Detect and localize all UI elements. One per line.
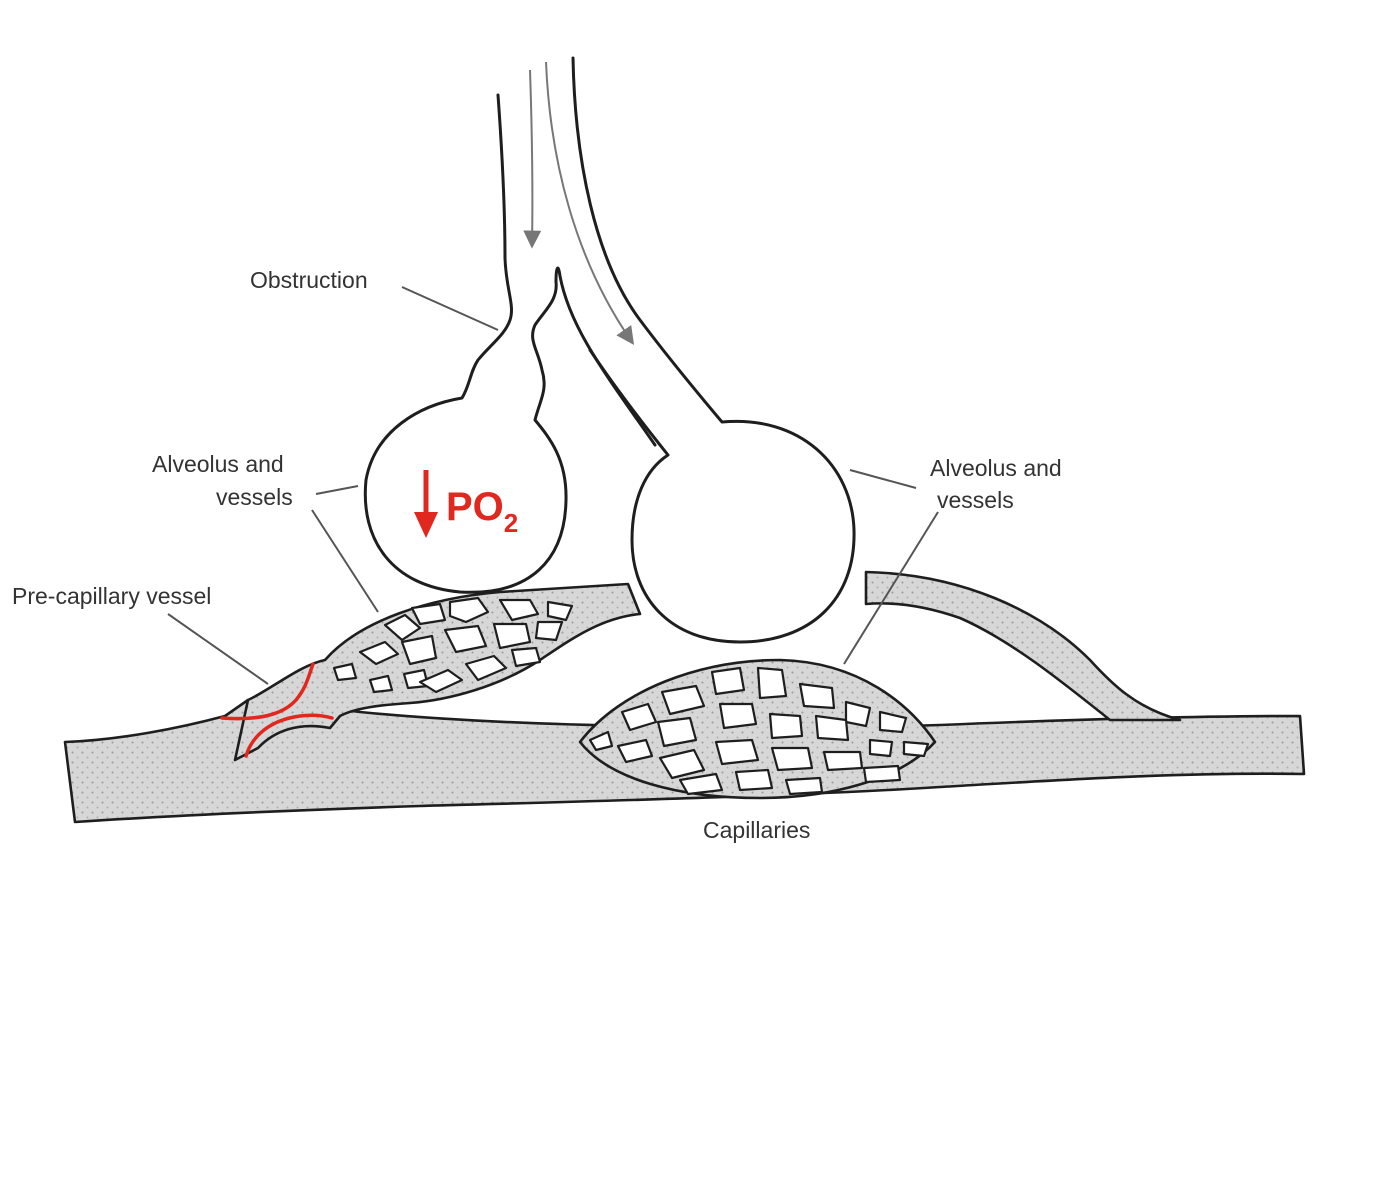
leader-pre-capillary bbox=[167, 613, 269, 685]
label-pre-capillary: Pre-capillary vessel bbox=[12, 583, 211, 609]
label-alveolus-left-line1: Alveolus and bbox=[152, 451, 284, 477]
precapillary-constriction-upper bbox=[220, 662, 315, 721]
precapillary-constriction-lower bbox=[244, 713, 334, 758]
label-obstruction: Obstruction bbox=[250, 267, 368, 293]
leader-alveolus-right-top bbox=[849, 469, 917, 489]
right-vessel-branch bbox=[864, 570, 1182, 722]
right-airway-and-alveolus bbox=[571, 56, 856, 644]
label-alveolus-right-line2: vessels bbox=[937, 487, 1014, 513]
leader-obstruction bbox=[401, 286, 499, 331]
leader-alveolus-left-top bbox=[315, 485, 359, 495]
flow-arrow-left bbox=[523, 69, 542, 249]
left-capillary-holes bbox=[332, 596, 574, 694]
flow-arrow-right bbox=[545, 61, 635, 345]
label-capillaries: Capillaries bbox=[703, 817, 810, 843]
svg-text:PO2: PO2 bbox=[446, 485, 518, 538]
down-arrowhead-icon bbox=[414, 512, 438, 538]
reduced-po2-indicator: PO2 bbox=[414, 470, 518, 538]
obstructed-airway-left-wall bbox=[363, 93, 657, 594]
leader-alveolus-right-bottom bbox=[843, 511, 939, 665]
po2-label: PO bbox=[446, 485, 504, 529]
right-capillary-holes bbox=[588, 666, 930, 796]
label-alveolus-right-line1: Alveolus and bbox=[930, 455, 1062, 481]
label-alveolus-left-line2: vessels bbox=[216, 484, 293, 510]
leader-alveolus-left-bottom bbox=[311, 509, 379, 613]
po2-subscript: 2 bbox=[504, 508, 518, 538]
